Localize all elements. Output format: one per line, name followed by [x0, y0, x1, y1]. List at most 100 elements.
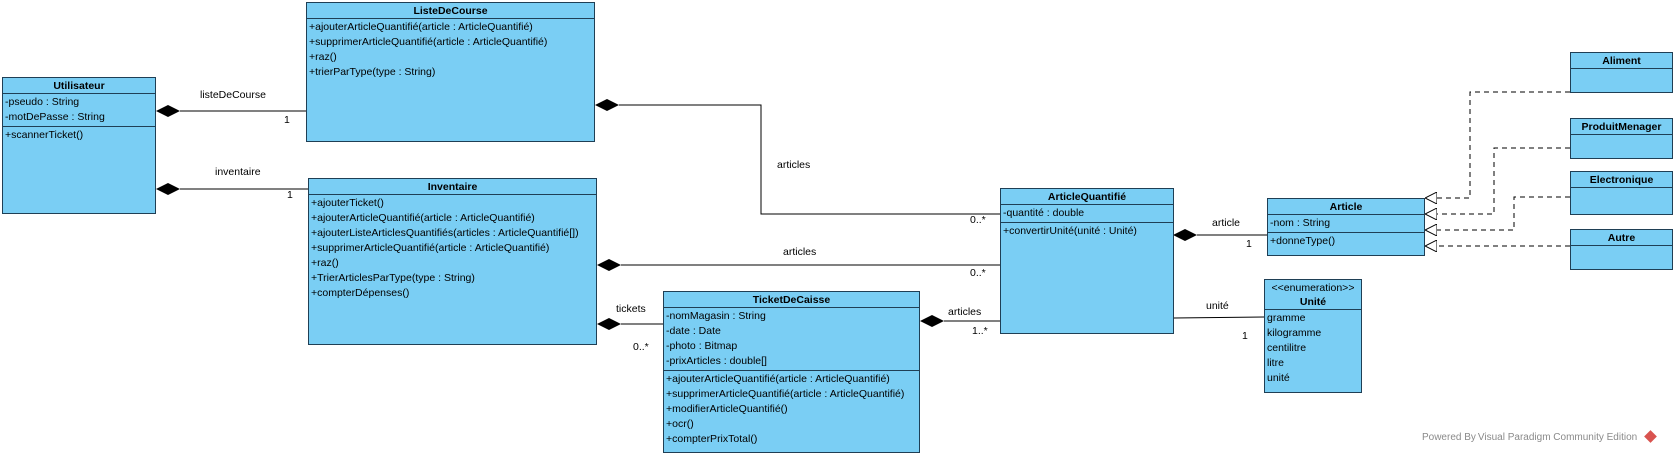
multiplicity-label: 1	[1242, 330, 1248, 342]
attribute: -motDePasse : String	[5, 111, 105, 123]
class-name: Aliment	[1571, 53, 1672, 69]
operation: +ocr()	[666, 418, 694, 430]
realization-aliment	[1425, 91, 1570, 198]
role-label: listeDeCourse	[200, 89, 266, 101]
association-unite	[1173, 316, 1265, 319]
class-ticket-de-caisse[interactable]: TicketDeCaisse -nomMagasin : String -dat…	[663, 291, 920, 453]
stereotype: <<enumeration>>	[1271, 282, 1355, 294]
class-article-quantifie[interactable]: ArticleQuantifié -quantité : double +con…	[1000, 188, 1174, 334]
attribute: -quantité : double	[1003, 207, 1085, 219]
class-name: Utilisateur	[3, 78, 155, 94]
operation-list: +convertirUnité(unité : Unité)	[1001, 223, 1173, 240]
attribute: -date : Date	[666, 325, 721, 337]
literal: gramme	[1267, 312, 1306, 324]
attribute-list: -nom : String	[1268, 215, 1424, 233]
attribute: -nom : String	[1270, 217, 1331, 229]
class-inventaire[interactable]: Inventaire +ajouterTicket() +ajouterArti…	[308, 178, 597, 345]
class-name: Electronique	[1571, 172, 1672, 188]
operation: +supprimerArticleQuantifié(article : Art…	[309, 36, 548, 48]
visual-paradigm-logo-icon	[1644, 430, 1657, 443]
multiplicity-label: 0..*	[970, 267, 986, 279]
multiplicity-label: 1..*	[972, 325, 988, 337]
class-liste-de-course[interactable]: ListeDeCourse +ajouterArticleQuantifié(a…	[306, 2, 595, 142]
attribute: -nomMagasin : String	[666, 310, 766, 322]
operation-list: +ajouterTicket() +ajouterArticleQuantifi…	[309, 195, 596, 302]
attribute-list: -pseudo : String -motDePasse : String	[3, 94, 155, 127]
composition-diamond	[1173, 229, 1197, 241]
class-name: Autre	[1571, 230, 1672, 246]
operation: +convertirUnité(unité : Unité)	[1003, 225, 1137, 237]
class-article[interactable]: Article -nom : String +donneType()	[1267, 198, 1425, 256]
operation-list: +donneType()	[1268, 233, 1424, 250]
association-inventaire-articles	[597, 259, 1000, 271]
class-name: ListeDeCourse	[307, 3, 594, 19]
operation: +ajouterListeArticlesQuantifiés(articles…	[311, 227, 579, 239]
association-liste-de-course	[156, 105, 306, 117]
association-inventaire	[156, 183, 308, 195]
attribute-list: -quantité : double	[1001, 205, 1173, 223]
powered-by-text: Powered By Visual Paradigm Community Edi…	[1421, 432, 1638, 443]
role-label: articles	[777, 159, 811, 171]
operation: +TrierArticlesParType(type : String)	[311, 272, 475, 284]
operation: +compterPrixTotal()	[666, 433, 758, 445]
operation: +scannerTicket()	[5, 129, 84, 141]
role-label: articles	[783, 246, 817, 258]
class-name: Article	[1268, 199, 1424, 215]
enum-unite[interactable]: <<enumeration>> Unité gramme kilogramme …	[1264, 279, 1362, 393]
class-name: ProduitMenager	[1571, 119, 1672, 135]
association-article	[1173, 229, 1267, 241]
operation: +supprimerArticleQuantifié(article : Art…	[666, 388, 905, 400]
role-label: article	[1212, 217, 1241, 229]
realization-electronique	[1425, 196, 1570, 230]
attribute: -pseudo : String	[5, 96, 80, 108]
role-label: inventaire	[215, 166, 261, 178]
composition-diamond	[597, 259, 621, 271]
attribute: -prixArticles : double[]	[666, 355, 767, 367]
enum-header: <<enumeration>> Unité	[1265, 280, 1361, 310]
realization-produit-menager	[1425, 147, 1570, 214]
operation: +raz()	[311, 257, 339, 269]
operation: +ajouterArticleQuantifié(article : Artic…	[666, 373, 890, 385]
class-produit-menager[interactable]: ProduitMenager	[1570, 118, 1673, 159]
operation-list: +ajouterArticleQuantifié(article : Artic…	[664, 371, 919, 448]
class-aliment[interactable]: Aliment	[1570, 52, 1673, 93]
operation: +supprimerArticleQuantifié(article : Art…	[311, 242, 550, 254]
composition-diamond	[595, 99, 619, 111]
composition-diamond	[920, 315, 944, 327]
operation: +modifierArticleQuantifié()	[666, 403, 788, 415]
class-utilisateur[interactable]: Utilisateur -pseudo : String -motDePasse…	[2, 77, 156, 214]
role-label: unité	[1206, 300, 1229, 312]
literal: kilogramme	[1267, 327, 1322, 339]
operation: +compterDépenses()	[311, 287, 410, 299]
literal: unité	[1267, 372, 1290, 384]
multiplicity-label: 1	[1246, 238, 1252, 250]
literal-list: gramme kilogramme centilitre litre unité	[1265, 310, 1361, 387]
literal: centilitre	[1267, 342, 1307, 354]
powered-by-watermark: Powered By Visual Paradigm Community Edi…	[1421, 430, 1657, 443]
class-name: Inventaire	[309, 179, 596, 195]
multiplicity-label: 1	[284, 114, 290, 126]
operation: +ajouterArticleQuantifié(article : Artic…	[309, 21, 533, 33]
operation: +ajouterTicket()	[311, 197, 384, 209]
composition-diamond	[156, 183, 180, 195]
association-tickets	[597, 318, 663, 330]
attribute-list: -nomMagasin : String -date : Date -photo…	[664, 308, 919, 371]
association-ticket-articles	[920, 315, 1000, 327]
role-label: articles	[948, 306, 982, 318]
class-electronique[interactable]: Electronique	[1570, 171, 1673, 215]
operation: +donneType()	[1270, 235, 1336, 247]
operation-list: +scannerTicket()	[3, 127, 155, 144]
operation: +ajouterArticleQuantifié(article : Artic…	[311, 212, 535, 224]
class-autre[interactable]: Autre	[1570, 229, 1673, 270]
composition-diamond	[597, 318, 621, 330]
multiplicity-label: 1	[287, 189, 293, 201]
class-name: ArticleQuantifié	[1001, 189, 1173, 205]
literal: litre	[1267, 357, 1284, 369]
operation-list: +ajouterArticleQuantifié(article : Artic…	[307, 19, 594, 81]
multiplicity-label: 0..*	[970, 214, 986, 226]
class-name: Unité	[1299, 296, 1327, 308]
operation: +trierParType(type : String)	[309, 66, 436, 78]
operation: +raz()	[309, 51, 337, 63]
